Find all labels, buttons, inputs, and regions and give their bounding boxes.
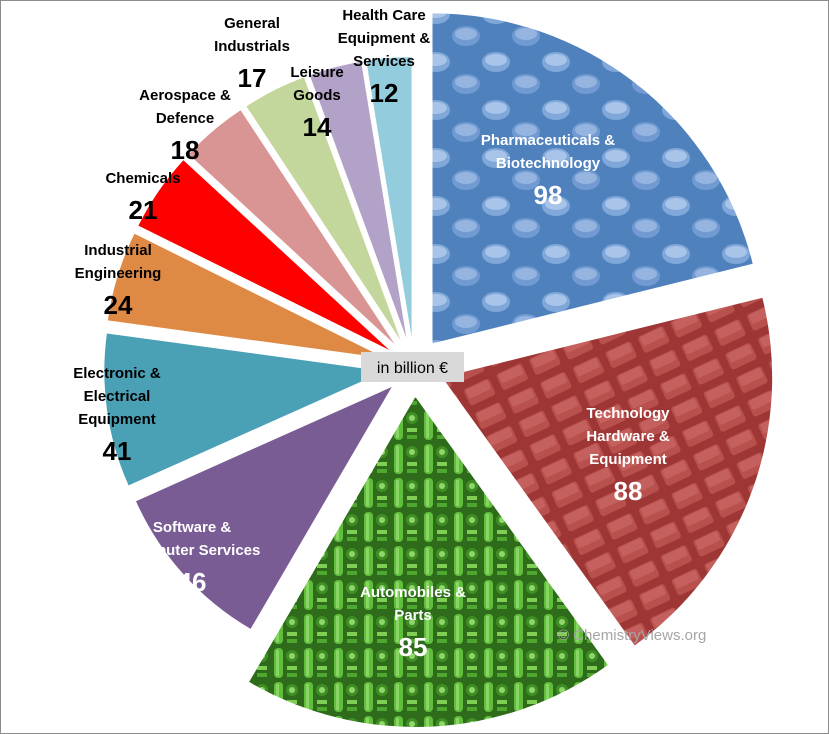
pie-slice-automobiles-parts xyxy=(249,397,608,727)
slices-layer xyxy=(104,13,773,727)
slice-value: 46 xyxy=(178,567,207,597)
slice-name-line: Services xyxy=(353,53,415,70)
slice-name-line: Equipment xyxy=(78,411,156,428)
slice-value: 21 xyxy=(129,195,158,225)
slice-name-line: Industrial xyxy=(84,242,152,259)
slice-name-line: Computer Services xyxy=(124,542,261,559)
center-label-box xyxy=(361,352,464,382)
slice-value: 88 xyxy=(614,476,643,506)
slice-name-line: Defence xyxy=(156,110,214,127)
slice-label-chemicals: Chemicals 21 xyxy=(105,170,180,225)
slice-label-pharmaceuticals-biotechnology: Pharmaceuticals & Biotechnology 98 xyxy=(481,132,615,210)
slice-label-software-computer-services: Software & Computer Services 46 xyxy=(124,519,261,597)
slice-name-line: Aerospace & xyxy=(139,87,231,104)
slice-name-line: Pharmaceuticals & xyxy=(481,132,615,149)
slice-value: 18 xyxy=(171,135,200,165)
slice-name-line: Biotechnology xyxy=(496,155,601,172)
slice-name-line: Health Care xyxy=(342,7,425,24)
slice-name-line: Technology xyxy=(586,405,670,422)
watermark-text: © ChemistryViews.org xyxy=(558,627,706,644)
pie-slice-software-computer-services xyxy=(136,387,392,629)
slice-name-line: Electrical xyxy=(84,388,151,405)
slice-label-automobiles-parts: Automobiles & Parts 85 xyxy=(360,584,466,662)
slice-name-line: Equipment xyxy=(589,451,667,468)
slice-name-line: Engineering xyxy=(75,265,162,282)
pie-slice-chemicals xyxy=(138,160,390,350)
slice-name-line: General xyxy=(224,15,280,32)
pie-slice-general-industrials xyxy=(246,77,401,341)
pie-slice-technology-hardware-equipment xyxy=(442,297,773,646)
slice-label-aerospace-defence: Aerospace & Defence 18 xyxy=(139,87,231,165)
slice-name-line: Electronic & xyxy=(73,365,161,382)
slice-name-line: Goods xyxy=(293,87,341,104)
pie-slice-health-care-equipment-services xyxy=(366,57,412,338)
slice-value: 14 xyxy=(303,112,332,142)
slice-value: 12 xyxy=(370,78,399,108)
slice-name-line: Software & xyxy=(153,519,232,536)
pie-slice-industrial-engineering xyxy=(107,233,386,359)
pie-slice-aerospace-defence xyxy=(188,110,395,345)
slice-value: 98 xyxy=(534,180,563,210)
center-label: in billion € xyxy=(377,360,448,377)
pie-slice-pharmaceuticals-biotechnology xyxy=(432,13,753,344)
slice-value: 85 xyxy=(399,632,428,662)
slice-name-line: Equipment & xyxy=(338,30,431,47)
slice-name-line: Automobiles & xyxy=(360,584,466,601)
pie-slice-electronic-electrical-equipment xyxy=(104,333,385,486)
slice-name-line: Parts xyxy=(394,607,432,624)
slice-value: 17 xyxy=(238,63,267,93)
slice-value: 41 xyxy=(103,436,132,466)
labels-layer: Pharmaceuticals & Biotechnology 98Technolo… xyxy=(73,7,670,662)
slice-name-line: Chemicals xyxy=(105,170,180,187)
slice-name-line: Industrials xyxy=(214,38,290,55)
slice-name-line: Leisure xyxy=(290,64,343,81)
slice-name-line: Hardware & xyxy=(586,428,670,445)
slice-value: 24 xyxy=(104,290,133,320)
pie-slice-leisure-goods xyxy=(309,61,407,338)
